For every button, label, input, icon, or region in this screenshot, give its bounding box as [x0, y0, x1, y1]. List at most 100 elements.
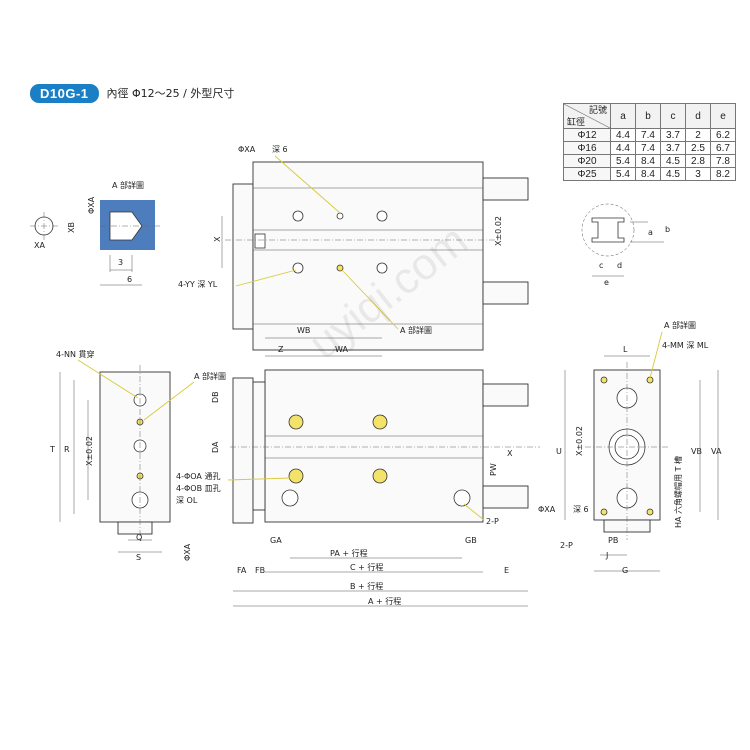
- port-fitting: [254, 233, 266, 249]
- label-q: Q: [136, 533, 142, 542]
- front-view: DB DA 4-ΦOA 通孔 4-ΦOB 皿孔 深 OL PW X 2-P GA…: [176, 369, 589, 607]
- label-s: S: [136, 553, 141, 562]
- header: D10G-1 內徑 Φ12～25 / 外型尺寸: [30, 82, 234, 104]
- leader-line: [143, 381, 195, 421]
- label-x-tol-left: X±0.02: [85, 436, 94, 466]
- label-x-top: X: [213, 236, 222, 242]
- row-bore: Φ12: [563, 128, 611, 142]
- label-x-tol-right: X±0.02: [575, 426, 584, 456]
- corner-top: 記號: [588, 105, 607, 115]
- cylinder-body: [252, 161, 484, 351]
- label-c-stroke: C + 行程: [350, 562, 383, 572]
- tap-hole: [646, 508, 654, 516]
- t-slot-profile: [591, 217, 625, 243]
- flange: [252, 381, 266, 511]
- label-x-tol-top: X±0.02: [494, 216, 503, 246]
- label-phi-xa: ΦXA: [87, 196, 96, 214]
- end-plate: [232, 183, 254, 330]
- label-pw: PW: [489, 463, 498, 476]
- rod-upper: [482, 177, 529, 201]
- label-detail-a4: A 部詳圖: [664, 320, 696, 330]
- table-corner: 記號 缸徑: [563, 103, 611, 129]
- label-xa-side: ΦXA: [183, 543, 192, 561]
- label-xa-front: ΦXA: [538, 505, 556, 514]
- page-subtitle: 內徑 Φ12～25 / 外型尺寸: [106, 87, 235, 100]
- model-badge: D10G-1: [30, 83, 99, 103]
- label-fb: FB: [255, 566, 265, 575]
- cell: 5.4: [610, 167, 636, 181]
- port-hole: [281, 489, 299, 507]
- label-x-front: X: [507, 449, 513, 458]
- dimension-table: 記號 缸徑 a b c d e Φ12 4.4 7.4 3.7 2 6.2 Φ1…: [563, 103, 736, 181]
- leader-line: [227, 477, 291, 481]
- mount-hole: [288, 414, 304, 430]
- label-g: G: [622, 566, 628, 575]
- label-e: e: [604, 278, 609, 287]
- end-plate: [232, 377, 254, 524]
- corner-diagonal: [564, 104, 610, 128]
- table-row: Φ16 4.4 7.4 3.7 2.5 6.7: [563, 141, 736, 155]
- label-nn: 4-NN 貫穿: [56, 349, 95, 359]
- leader-line: [341, 269, 399, 330]
- label-da: DA: [211, 441, 220, 453]
- label-ha: HA 六角螺帽用 T 槽: [673, 456, 683, 528]
- bolt-hole: [292, 210, 304, 222]
- label-db: DB: [211, 391, 220, 403]
- label-z: Z: [278, 345, 284, 354]
- label-yy: 4-YY 深 YL: [178, 280, 218, 289]
- rod-lower: [482, 281, 529, 305]
- row-bore: Φ16: [563, 141, 611, 155]
- label-e-big: E: [504, 566, 509, 575]
- label-ga: GA: [270, 536, 282, 545]
- top-view: ΦXA 深 6 X X±0.02 4-YY 深 YL WB A 部詳圖 Z WA: [178, 145, 529, 357]
- label-d: d: [617, 261, 622, 270]
- mount-hole: [372, 468, 388, 484]
- left-view: 4-NN 貫穿 A 部詳圖 T R X±0.02 Q S ΦXA: [49, 349, 226, 562]
- label-wa: WA: [335, 345, 348, 354]
- rod-lower: [482, 485, 529, 509]
- cylinder-body: [264, 369, 484, 523]
- bolt-hole: [292, 262, 304, 274]
- detail-circle: [581, 203, 635, 257]
- right-view: L A 部詳圖 4-MM 深 ML U X±0.02 HA 六角螺帽用 T 槽 …: [556, 320, 722, 575]
- mount-hole: [372, 414, 388, 430]
- label-oa: 4-ΦOA 通孔: [176, 471, 220, 481]
- label-mm: 4-MM 深 ML: [662, 341, 709, 350]
- mount-hole: [288, 468, 304, 484]
- bolt-hole: [376, 262, 388, 274]
- label-l: L: [623, 345, 628, 354]
- label-b-stroke: B + 行程: [350, 581, 383, 591]
- label-pa-stroke: PA + 行程: [330, 548, 368, 558]
- label-c: c: [599, 261, 603, 270]
- side-foot: [117, 521, 153, 535]
- leader-line: [77, 359, 139, 399]
- slot-detail: a b c d e: [581, 203, 670, 287]
- label-r: R: [64, 445, 70, 454]
- label-gb: GB: [465, 536, 477, 545]
- label-pb: PB: [608, 536, 618, 545]
- rod-upper: [482, 383, 529, 407]
- pin-hole: [336, 212, 344, 220]
- label-detail-a2: A 部詳圖: [400, 325, 432, 335]
- label-wb: WB: [297, 326, 310, 335]
- label-depth6-front: 深 6: [573, 505, 589, 514]
- label-vb: VB: [691, 447, 702, 456]
- pin-hole: [336, 264, 344, 272]
- cell: 8.2: [710, 167, 736, 181]
- label-t: T: [49, 445, 55, 454]
- tap-hole: [600, 508, 608, 516]
- label-b: b: [665, 225, 670, 234]
- label-dim-3: 3: [118, 258, 123, 267]
- label-ol: 深 OL: [176, 496, 198, 505]
- label-detail-a3: A 部詳圖: [194, 371, 226, 381]
- label-2p: 2-P: [486, 517, 499, 526]
- label-ob: 4-ΦOB 皿孔: [176, 484, 221, 493]
- col-b: b: [635, 103, 661, 129]
- label-va: VA: [711, 447, 722, 456]
- table-row: Φ20 5.4 8.4 4.5 2.8 7.8: [563, 154, 736, 168]
- table-row: Φ25 5.4 8.4 4.5 3 8.2: [563, 167, 736, 181]
- cell: 8.4: [635, 167, 661, 181]
- bolt-hole: [376, 210, 388, 222]
- label-a: a: [648, 228, 653, 237]
